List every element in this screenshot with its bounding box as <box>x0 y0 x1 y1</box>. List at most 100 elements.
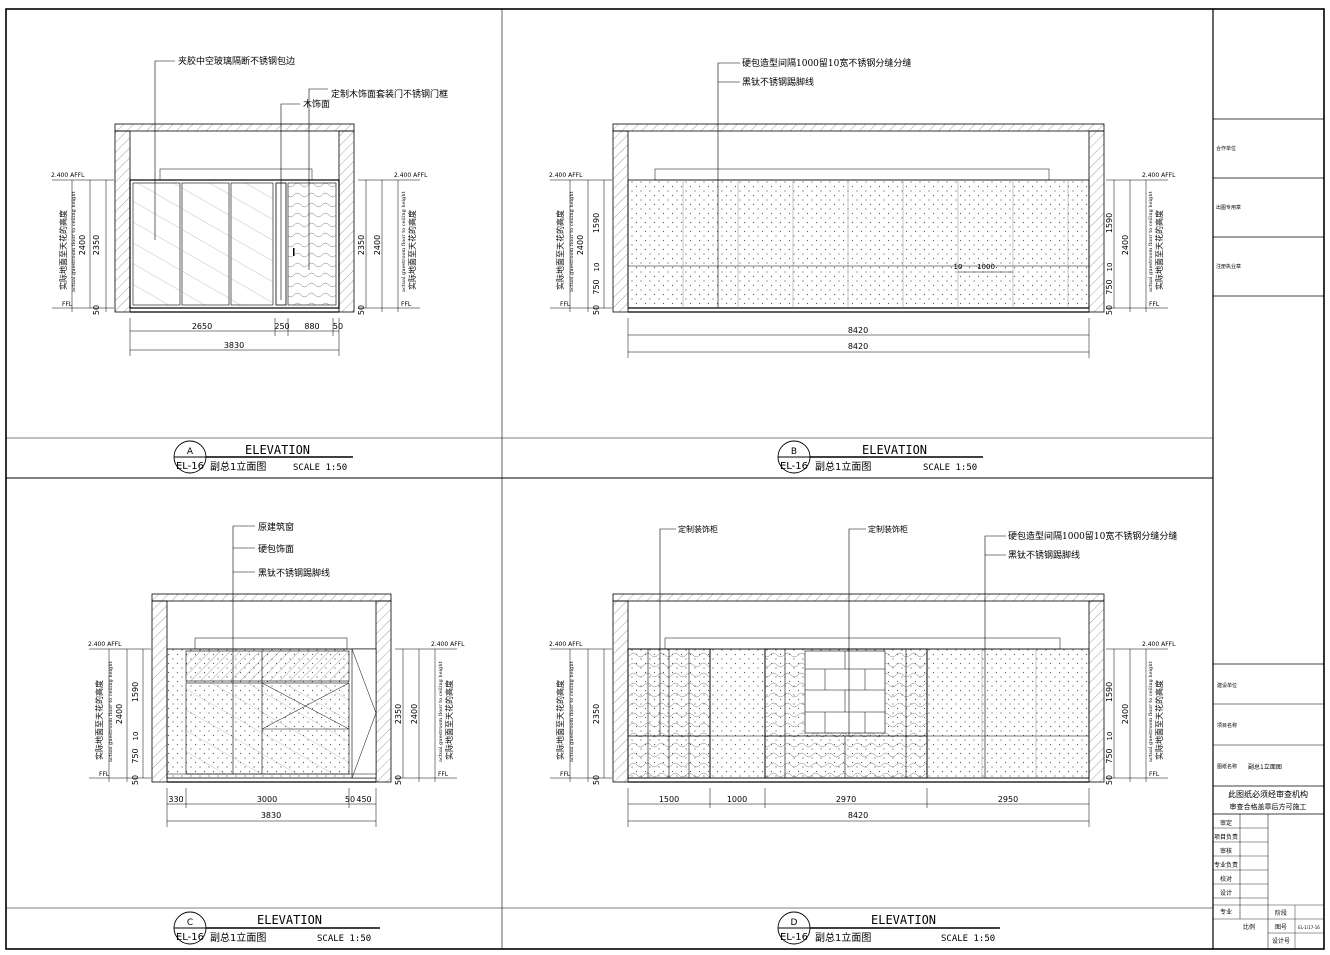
dim-b-right-3: 10 <box>1106 263 1114 272</box>
tb-row-top-1: 合作单位 <box>1216 145 1236 152</box>
dim-c-left-2: 2400 <box>115 704 124 724</box>
callouts-b: 硬包造型间隔1000留10宽不锈钢分缝分缝 黑钛不锈钢踢脚线 10 1000 <box>717 57 1013 308</box>
level-top-a-right: 2.400 AFFL <box>394 172 428 179</box>
height-en-b-left: actual guestroom floor to ceiling height <box>569 191 575 292</box>
callouts-d: 定制装饰柜 定制装饰柜 硬包造型间隔1000留10宽不锈钢分缝分缝 黑钛不锈钢踢… <box>659 524 1177 778</box>
dim-b-left-1: 1590 <box>592 213 601 233</box>
tb-label-design-no: 设计号 <box>1272 937 1290 945</box>
callouts-c: 原建筑窗 硬包饰面 黑钛不锈钢踢脚线 <box>232 521 330 774</box>
view-scale-d: SCALE 1:50 <box>941 934 995 944</box>
view-subtitle-a: 副总1立面图 <box>210 460 266 473</box>
tb-row-top-3: 注册执业章 <box>1216 263 1241 270</box>
dim-d-4: 2950 <box>998 795 1018 804</box>
level-top-d-right: 2.400 AFFL <box>1142 641 1176 648</box>
dim-d-total: 8420 <box>848 811 868 820</box>
tb-sign-6: 设计 <box>1220 889 1232 897</box>
title-c: C EL-16 ELEVATION 副总1立面图 SCALE 1:50 <box>173 911 380 945</box>
dim-a-4: 50 <box>333 322 343 331</box>
title-block: 合作单位 出图专用章 注册执业章 建设单位 项目名称 图纸名称 副总1立面图 此… <box>1213 118 1324 949</box>
callout-b-1: 硬包造型间隔1000留10宽不锈钢分缝分缝 <box>742 57 911 69</box>
dim-c-2: 3000 <box>257 795 277 804</box>
wall-outline-b <box>612 123 1105 313</box>
dimensions-d: 1500 1000 2970 2950 8420 2.400 AFFL FFL … <box>549 641 1176 827</box>
dim-d-right-3: 10 <box>1106 732 1114 741</box>
dim-a-left-1: 2350 <box>92 235 101 255</box>
view-letter-c: C <box>187 918 193 928</box>
elevation-b: 硬包造型间隔1000留10宽不锈钢分缝分缝 黑钛不锈钢踢脚线 10 1000 8… <box>549 57 1176 474</box>
callout-d-4: 黑钛不锈钢踢脚线 <box>1008 549 1080 561</box>
dim-c-left-4: 750 <box>131 748 140 763</box>
dim-a-1: 2650 <box>192 322 212 331</box>
dim-c-right-1: 2350 <box>394 704 403 724</box>
dimensions-a: 2650 250 880 50 3830 2.400 AFFL FFL 实际地面… <box>51 172 428 356</box>
level-top-d-left: 2.400 AFFL <box>549 641 583 648</box>
level-ffl-d-right: FFL <box>1149 771 1160 778</box>
level-ffl-c-right: FFL <box>438 771 449 778</box>
dim-a-right-1: 2350 <box>357 235 366 255</box>
dim-d-2: 1000 <box>727 795 747 804</box>
tb-sign-2: 项目负责 <box>1214 833 1238 841</box>
dim-c-right-3: 50 <box>394 775 403 785</box>
tb-label-stage: 阶段 <box>1275 909 1287 917</box>
dim-b-right-5: 50 <box>1105 305 1114 315</box>
height-cn-b-right: 实际地面至天花的高度 <box>1154 210 1164 290</box>
tb-label-scale: 比例 <box>1243 923 1255 931</box>
tb-sign-4: 专业负责 <box>1214 861 1238 869</box>
tb-row-mid-3: 图纸名称 <box>1217 763 1237 770</box>
callout-a-3: 木饰面 <box>303 98 330 110</box>
wall-outline-d <box>612 593 1105 783</box>
dim-a-right-3: 50 <box>357 305 366 315</box>
height-en-c-left: actual guestroom floor to ceiling height <box>108 661 114 762</box>
callout-c-3: 黑钛不锈钢踢脚线 <box>258 567 330 579</box>
dim-b-inner-2: 1000 <box>977 263 995 271</box>
view-subtitle-d: 副总1立面图 <box>815 931 871 944</box>
dim-c-total: 3830 <box>261 811 281 820</box>
tb-notice-2: 审查合格盖章后方可施工 <box>1230 802 1307 811</box>
height-cn-a-right: 实际地面至天花的高度 <box>407 210 417 290</box>
sheet-frame <box>5 8 1325 950</box>
view-letter-a: A <box>187 447 194 457</box>
level-ffl-a-right: FFL <box>401 301 412 308</box>
tb-sign-7: 专业 <box>1220 908 1232 916</box>
tb-drawno-value: EL-1/17-16 <box>1298 925 1320 930</box>
level-ffl-b-right: FFL <box>1149 301 1160 308</box>
callout-a-1: 夹胶中空玻璃隔断不锈钢包边 <box>178 55 295 67</box>
level-top-b-left: 2.400 AFFL <box>549 172 583 179</box>
level-ffl-d-left: FFL <box>560 771 571 778</box>
view-ref-c: EL-16 <box>176 932 204 943</box>
dim-c-1: 330 <box>168 795 183 804</box>
dim-b-1: 8420 <box>848 326 868 335</box>
view-title-d: ELEVATION <box>871 913 936 927</box>
dim-d-left-1: 2350 <box>592 704 601 724</box>
dim-b-left-3: 10 <box>593 263 601 272</box>
height-en-a-right: actual guestroom floor to ceiling height <box>401 191 407 292</box>
view-ref-b: EL-16 <box>780 461 808 472</box>
level-ffl-c-left: FFL <box>99 771 110 778</box>
callout-a-2: 定制木饰面套装门不锈钢门框 <box>331 88 448 100</box>
wall-outline-a <box>114 123 355 313</box>
title-b: B EL-16 ELEVATION 副总1立面图 SCALE 1:50 <box>777 440 983 474</box>
height-en-d-left: actual guestroom floor to ceiling height <box>569 661 575 762</box>
callout-d-3: 硬包造型间隔1000留10宽不锈钢分缝分缝 <box>1008 530 1177 542</box>
level-top-c-right: 2.400 AFFL <box>431 641 465 648</box>
elevation-a: 夹胶中空玻璃隔断不锈钢包边 定制木饰面套装门不锈钢门框 木饰面 2650 250… <box>51 55 448 474</box>
callout-d-2: 定制装饰柜 <box>868 524 908 534</box>
title-d: D EL-16 ELEVATION 副总1立面图 SCALE 1:50 <box>777 911 1000 945</box>
dim-b-left-2: 2400 <box>576 235 585 255</box>
dim-d-right-1: 1590 <box>1105 682 1114 702</box>
level-top-b-right: 2.400 AFFL <box>1142 172 1176 179</box>
view-ref-a: EL-16 <box>176 461 204 472</box>
height-en-a-left: actual guestroom floor to ceiling height <box>71 191 77 292</box>
dim-c-left-5: 50 <box>131 775 140 785</box>
dimensions-c: 330 3000 50 450 3830 2.400 AFFL FFL 实际地面… <box>88 641 465 827</box>
dim-b-right-2: 2400 <box>1121 235 1130 255</box>
callouts-a: 夹胶中空玻璃隔断不锈钢包边 定制木饰面套装门不锈钢门框 木饰面 <box>154 55 448 300</box>
tb-label-drawno: 图号 <box>1275 924 1287 931</box>
height-en-b-right: actual guestroom floor to ceiling height <box>1148 191 1154 292</box>
dim-b-inner-1: 10 <box>954 263 963 271</box>
dim-b-total: 8420 <box>848 342 868 351</box>
view-subtitle-c: 副总1立面图 <box>210 931 266 944</box>
tb-sign-3: 审核 <box>1220 847 1232 855</box>
view-scale-a: SCALE 1:50 <box>293 463 347 473</box>
tb-notice-1: 此图纸必须经审查机构 <box>1228 789 1308 799</box>
